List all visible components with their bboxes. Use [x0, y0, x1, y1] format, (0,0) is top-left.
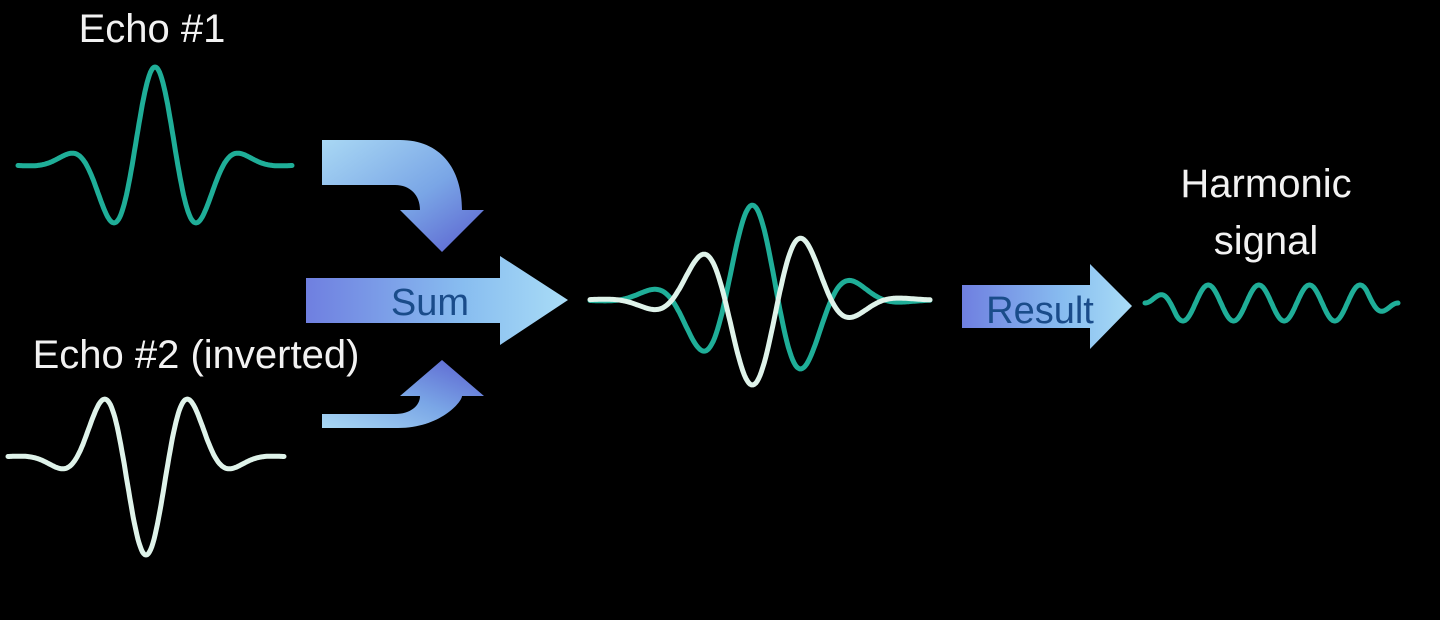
result-label: Result: [986, 290, 1094, 332]
curved-arrow-up-icon: [322, 360, 484, 428]
summed-echo1-wave: [587, 202, 933, 372]
echo1-wave: [15, 64, 295, 226]
echo1-label: Echo #1: [79, 7, 226, 51]
curved-arrow-down-icon: [322, 140, 484, 252]
sum-arrow-icon: [306, 256, 568, 345]
sum-label: Sum: [391, 282, 469, 324]
result-arrow-icon: [962, 264, 1132, 349]
echo2-label: Echo #2 (inverted): [33, 333, 360, 377]
harmonic-label-line1: Harmonic: [1180, 162, 1351, 206]
harmonic-label-line2: signal: [1214, 219, 1319, 263]
harmonic-signal-wave: [1142, 282, 1401, 324]
echo2-wave: [5, 396, 287, 558]
summed-echo2-wave: [587, 235, 933, 388]
